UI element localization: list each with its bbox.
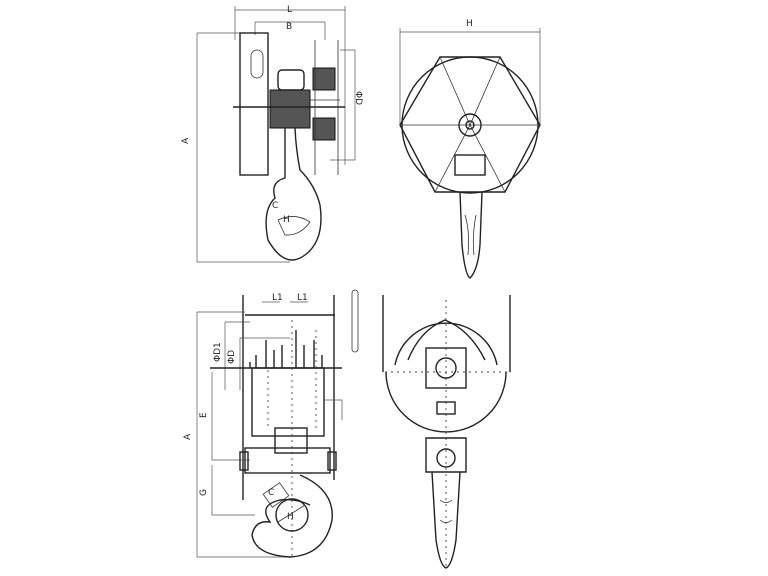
hook-shank: [459, 191, 483, 279]
dimension-D: [330, 49, 356, 161]
sheave-hatched: [269, 89, 311, 129]
label-H: H: [283, 215, 290, 225]
label-H-bottom: H: [287, 512, 294, 522]
hub-axle: [435, 357, 457, 379]
label-L: L: [287, 5, 292, 15]
sheave-guard: [407, 319, 486, 361]
plate-slot: [250, 49, 264, 79]
sheaves: [249, 330, 323, 368]
sheave-frame: [310, 40, 340, 175]
crosshead-end-right: [327, 451, 337, 471]
dimension-H: [399, 28, 541, 125]
frame-struts: [400, 56, 540, 193]
crosshead-block: [425, 437, 467, 473]
name-plate: [454, 154, 486, 176]
label-D1: ΦD1: [213, 342, 223, 362]
frame-side-lines: [382, 295, 511, 372]
frame-outer-lines: [242, 295, 335, 500]
hook-shank-front: [431, 471, 461, 569]
hook-throat-line: [277, 504, 306, 523]
top-front-view: H: [399, 19, 541, 279]
hook: [265, 127, 322, 261]
axle: [465, 120, 475, 130]
bottom-side-view: L1 L1 A ΦD1 ΦD E G C H: [183, 289, 359, 560]
small-plate: [436, 401, 456, 415]
dimension-A: [196, 32, 290, 263]
label-E: E: [199, 412, 209, 418]
hook-nut: [274, 427, 308, 454]
dimension-G: [211, 465, 255, 516]
sheave-upper-arc: [394, 322, 498, 366]
hub-block: [425, 347, 467, 389]
crosshead-end-left: [239, 451, 249, 471]
label-D-bottom: ΦD: [227, 350, 237, 364]
dimension-D: [239, 337, 290, 390]
label-D: ΦD: [353, 91, 363, 105]
lower-sheave: [312, 117, 336, 141]
label-L1-a: L1: [272, 293, 283, 303]
crosshead: [244, 447, 331, 474]
centerlines-front: [385, 300, 508, 570]
dimension-E: [211, 372, 343, 461]
centerlines: [267, 320, 317, 560]
dimension-A-bottom: [196, 311, 290, 558]
label-A-bottom: A: [183, 433, 193, 440]
dimension-D1: [224, 321, 250, 390]
hook-bottom: [251, 474, 333, 558]
upper-sheave: [312, 67, 336, 91]
top-side-view: L B A ΦD C H: [181, 5, 363, 263]
crosshead-pin: [436, 448, 456, 468]
bottom-front-view: [382, 295, 511, 570]
hub: [458, 113, 482, 137]
crosshead-frame: [251, 367, 325, 437]
label-H-front: H: [466, 19, 473, 29]
side-plate: [239, 32, 269, 176]
hook-throat: [277, 216, 311, 236]
label-C-bottom: C: [268, 488, 274, 498]
shank-detail: [439, 499, 453, 523]
hook-throat-circle: [275, 498, 309, 532]
label-L1-b: L1: [297, 293, 308, 303]
dimension-L: [234, 6, 346, 165]
hook-latch: [262, 482, 290, 508]
label-G: G: [199, 489, 209, 496]
hook-detail: [464, 214, 477, 256]
rod: [351, 289, 359, 353]
label-B: B: [286, 22, 292, 32]
nut: [277, 69, 305, 91]
label-A: A: [181, 137, 191, 144]
label-C: C: [272, 201, 278, 211]
